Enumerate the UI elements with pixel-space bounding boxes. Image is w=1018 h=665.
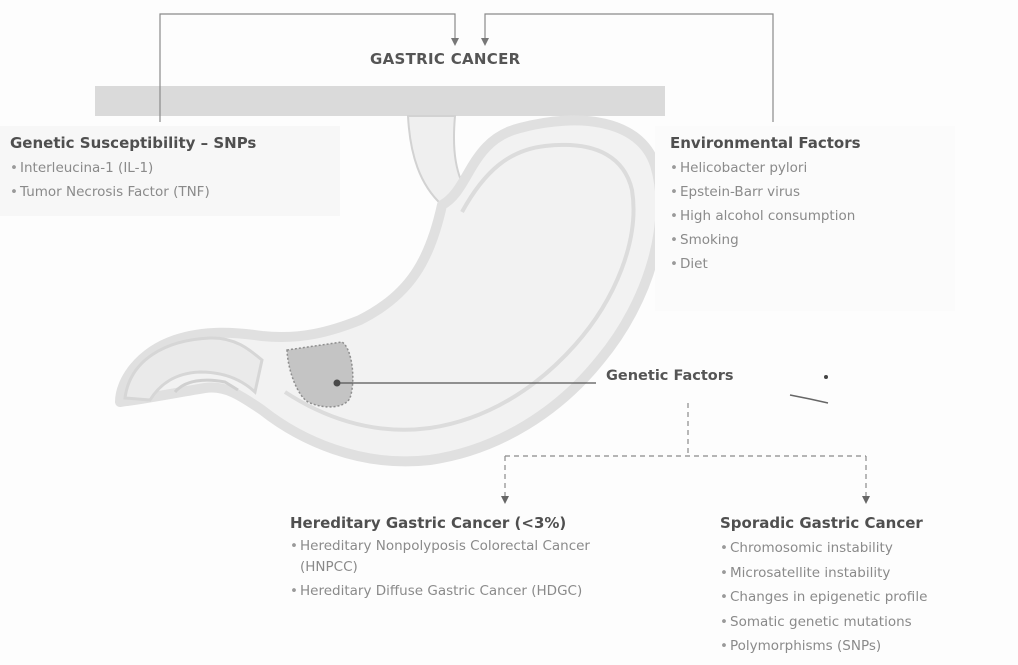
- list-item: Somatic genetic mutations: [720, 610, 1010, 635]
- arrowhead-right: [481, 38, 489, 46]
- hereditary-title: Hereditary Gastric Cancer (<3%): [290, 514, 650, 532]
- arrowhead-left: [451, 38, 459, 46]
- arrowhead-hereditary: [501, 496, 509, 504]
- stray-dot: [824, 375, 828, 379]
- environmental-factors-title: Environmental Factors: [670, 134, 955, 152]
- tumor-dot: [334, 380, 341, 387]
- arrowhead-sporadic: [862, 496, 870, 504]
- list-item: Polymorphisms (SNPs): [720, 634, 1010, 659]
- background-band: [95, 86, 665, 116]
- list-item: Smoking: [670, 228, 955, 252]
- list-item: Hereditary Nonpolyposis Colorectal Cance…: [290, 536, 630, 578]
- list-item: Epstein-Barr virus: [670, 180, 955, 204]
- stray-mark: [790, 395, 828, 403]
- hereditary-gastric-cancer-box: Hereditary Gastric Cancer (<3%) Heredita…: [290, 514, 650, 605]
- list-item: Diet: [670, 252, 955, 276]
- sporadic-gastric-cancer-box: Sporadic Gastric Cancer Chromosomic inst…: [720, 514, 1010, 659]
- list-item: Hereditary Diffuse Gastric Cancer (HDGC): [290, 581, 600, 602]
- genetic-susceptibility-box: Genetic Susceptibility – SNPs Interleuci…: [0, 126, 340, 216]
- list-item: Interleucina-1 (IL-1): [10, 156, 340, 180]
- diagram-title: GASTRIC CANCER: [370, 50, 521, 68]
- list-item: Helicobacter pylori: [670, 156, 955, 180]
- list-item: Tumor Necrosis Factor (TNF): [10, 180, 340, 204]
- genetic-factors-label: Genetic Factors: [606, 368, 734, 384]
- dashed-branch-tree: [501, 403, 870, 504]
- genetic-susceptibility-title: Genetic Susceptibility – SNPs: [10, 134, 340, 152]
- sporadic-title: Sporadic Gastric Cancer: [720, 514, 1010, 532]
- list-item: High alcohol consumption: [670, 204, 955, 228]
- environmental-factors-box: Environmental Factors Helicobacter pylor…: [655, 126, 955, 311]
- list-item: Changes in epigenetic profile: [720, 585, 1010, 610]
- list-item: Microsatellite instability: [720, 561, 1010, 586]
- list-item: Chromosomic instability: [720, 536, 1010, 561]
